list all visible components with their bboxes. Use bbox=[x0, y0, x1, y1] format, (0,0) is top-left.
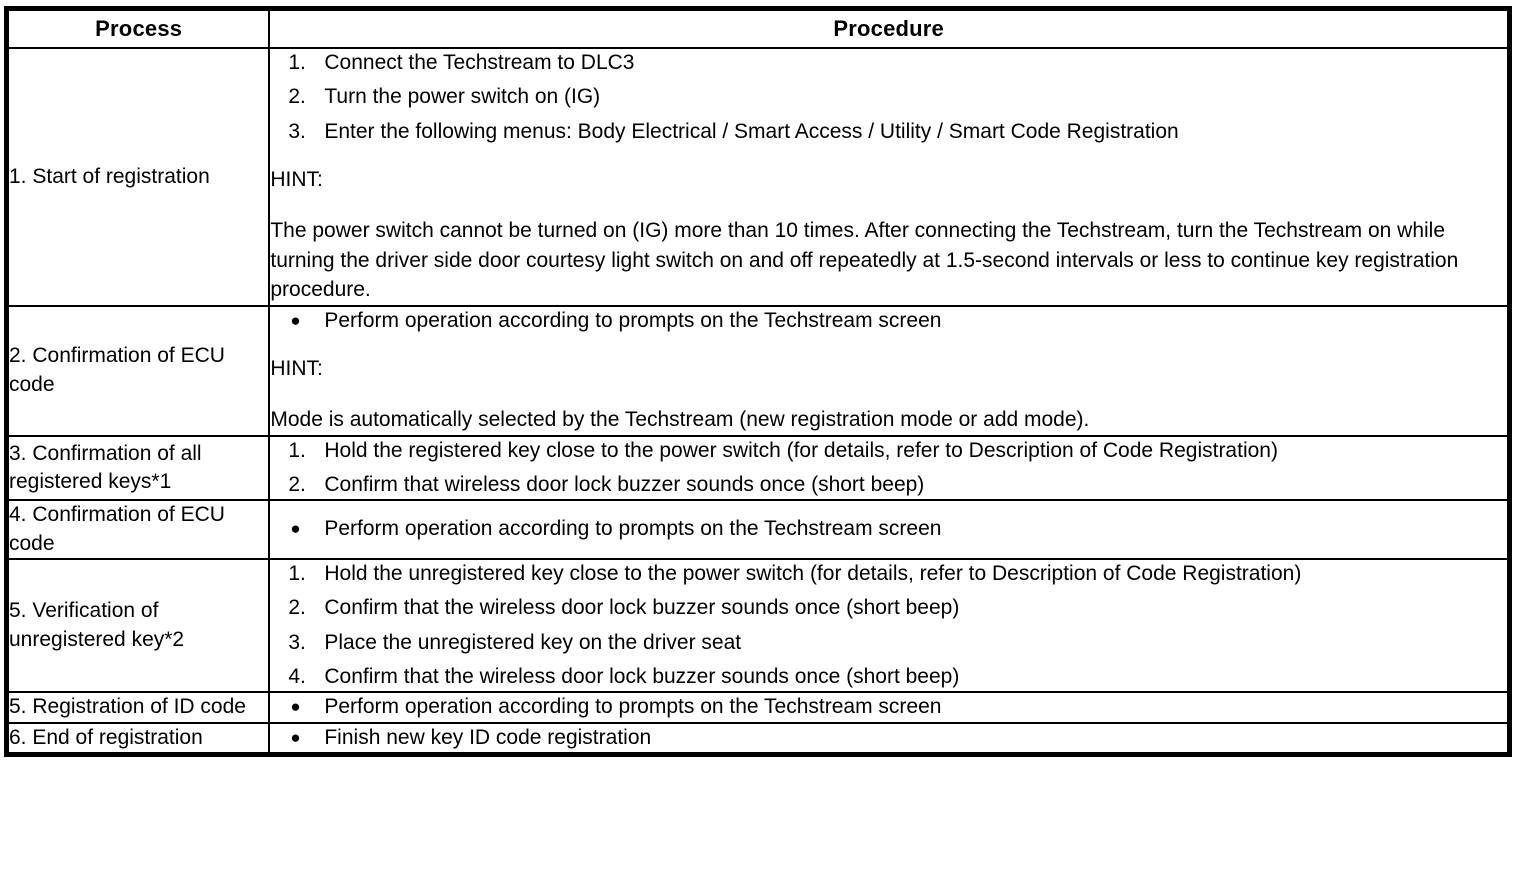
step-text: Confirm that the wireless door lock buzz… bbox=[324, 596, 960, 620]
bullet-icon: ● bbox=[290, 727, 301, 747]
list-item: 4. Confirm that the wireless door lock b… bbox=[270, 663, 1507, 691]
step-number: 1. bbox=[288, 562, 306, 585]
step-text: Turn the power switch on (IG) bbox=[324, 85, 601, 109]
procedure-content: ● Perform operation according to prompts… bbox=[268, 691, 1511, 724]
list-item: 1. Hold the registered key close to the … bbox=[270, 437, 1507, 465]
step-text: Hold the unregistered key close to the p… bbox=[324, 562, 1302, 585]
step-text: Place the unregistered key on the driver… bbox=[324, 630, 742, 654]
numbered-step-list: 1. Connect the Techstream to DLC3 2. Tur… bbox=[270, 49, 1507, 146]
list-item: 2. Turn the power switch on (IG) bbox=[270, 83, 1507, 111]
procedure-content: ● Perform operation according to prompts… bbox=[268, 499, 1511, 560]
list-item: 2. Confirm that the wireless door lock b… bbox=[270, 594, 1507, 622]
table-row: 4. Confirmation of ECU code ● Perform op… bbox=[5, 499, 1511, 560]
bullet-step-list: ● Finish new key ID code registration bbox=[270, 724, 1507, 752]
numbered-step-list: 1. Hold the registered key close to the … bbox=[270, 437, 1507, 500]
step-text: Connect the Techstream to DLC3 bbox=[324, 51, 635, 74]
table-row: 2. Confirmation of ECU code ● Perform op… bbox=[5, 304, 1511, 437]
step-number: 4. bbox=[288, 665, 306, 689]
step-number: 2. bbox=[288, 596, 306, 620]
hint-body: Mode is automatically selected by the Te… bbox=[270, 405, 1507, 434]
process-label: 3. Confirmation of all registered keys*1 bbox=[5, 434, 271, 502]
procedure-content: 1. Hold the unregistered key close to th… bbox=[268, 557, 1511, 694]
step-text: Enter the following menus: Body Electric… bbox=[324, 119, 1179, 143]
step-number: 1. bbox=[288, 51, 306, 74]
bullet-step-list: ● Perform operation according to prompts… bbox=[270, 515, 1507, 543]
step-text: Confirm that wireless door lock buzzer s… bbox=[324, 472, 925, 496]
hint-label: HINT: bbox=[270, 356, 323, 380]
step-number: 2. bbox=[288, 85, 306, 109]
list-item: 3. Enter the following menus: Body Elect… bbox=[270, 118, 1507, 146]
hint-text: The power switch cannot be turned on (IG… bbox=[270, 219, 1459, 302]
table-row: 6. End of registration ● Finish new key … bbox=[5, 721, 1511, 756]
step-text: Finish new key ID code registration bbox=[324, 725, 652, 749]
procedure-content: 1. Hold the registered key close to the … bbox=[268, 434, 1511, 502]
list-item: 3. Place the unregistered key on the dri… bbox=[270, 629, 1507, 657]
step-text: Confirm that the wireless door lock buzz… bbox=[324, 665, 960, 689]
step-text: Perform operation according to prompts o… bbox=[324, 695, 942, 719]
process-label: 6. End of registration bbox=[5, 721, 271, 756]
process-label: 1. Start of registration bbox=[5, 47, 271, 307]
bullet-step-list: ● Perform operation according to prompts… bbox=[270, 307, 1507, 335]
process-label: 5. Registration of ID code bbox=[5, 691, 271, 724]
list-item: ● Perform operation according to prompts… bbox=[270, 515, 1507, 543]
list-item: 2. Confirm that wireless door lock buzze… bbox=[270, 471, 1507, 499]
table-row: 5. Verification of unregistered key*2 1.… bbox=[5, 557, 1511, 694]
procedure-content: ● Perform operation according to prompts… bbox=[268, 304, 1511, 437]
procedure-content: 1. Connect the Techstream to DLC3 2. Tur… bbox=[268, 47, 1511, 307]
bullet-icon: ● bbox=[290, 697, 301, 717]
process-label: 5. Verification of unregistered key*2 bbox=[5, 557, 271, 694]
step-text: Perform operation according to prompts o… bbox=[324, 308, 942, 332]
list-item: ● Finish new key ID code registration bbox=[270, 724, 1507, 752]
list-item: ● Perform operation according to prompts… bbox=[270, 693, 1507, 721]
bullet-icon: ● bbox=[290, 519, 301, 539]
list-item: 1. Connect the Techstream to DLC3 bbox=[270, 49, 1507, 77]
step-number: 1. bbox=[288, 438, 306, 462]
column-header-procedure: Procedure bbox=[268, 7, 1511, 49]
numbered-step-list: 1. Hold the unregistered key close to th… bbox=[270, 560, 1507, 691]
process-label: 4. Confirmation of ECU code bbox=[5, 499, 271, 560]
table-row: 1. Start of registration 1. Connect the … bbox=[5, 47, 1511, 307]
hint-label: HINT: bbox=[270, 168, 323, 192]
bullet-step-list: ● Perform operation according to prompts… bbox=[270, 693, 1507, 721]
table-row: 5. Registration of ID code ● Perform ope… bbox=[5, 691, 1511, 724]
step-number: 3. bbox=[288, 119, 306, 143]
step-number: 2. bbox=[288, 472, 306, 496]
process-label: 2. Confirmation of ECU code bbox=[5, 304, 271, 437]
list-item: ● Perform operation according to prompts… bbox=[270, 307, 1507, 335]
hint-text: Mode is automatically selected by the Te… bbox=[270, 408, 1090, 432]
hint-body: The power switch cannot be turned on (IG… bbox=[270, 216, 1507, 304]
column-header-process: Process bbox=[5, 7, 271, 49]
step-text: Hold the registered key close to the pow… bbox=[324, 438, 1278, 462]
list-item: 1. Hold the unregistered key close to th… bbox=[270, 560, 1507, 588]
procedure-content: ● Finish new key ID code registration bbox=[268, 721, 1511, 756]
key-registration-procedure-table: Process Procedure 1. Start of registrati… bbox=[4, 6, 1512, 758]
step-number: 3. bbox=[288, 630, 306, 654]
bullet-icon: ● bbox=[290, 310, 301, 330]
step-text: Perform operation according to prompts o… bbox=[324, 517, 942, 541]
table-header-row: Process Procedure bbox=[5, 7, 1511, 49]
table-row: 3. Confirmation of all registered keys*1… bbox=[5, 434, 1511, 502]
